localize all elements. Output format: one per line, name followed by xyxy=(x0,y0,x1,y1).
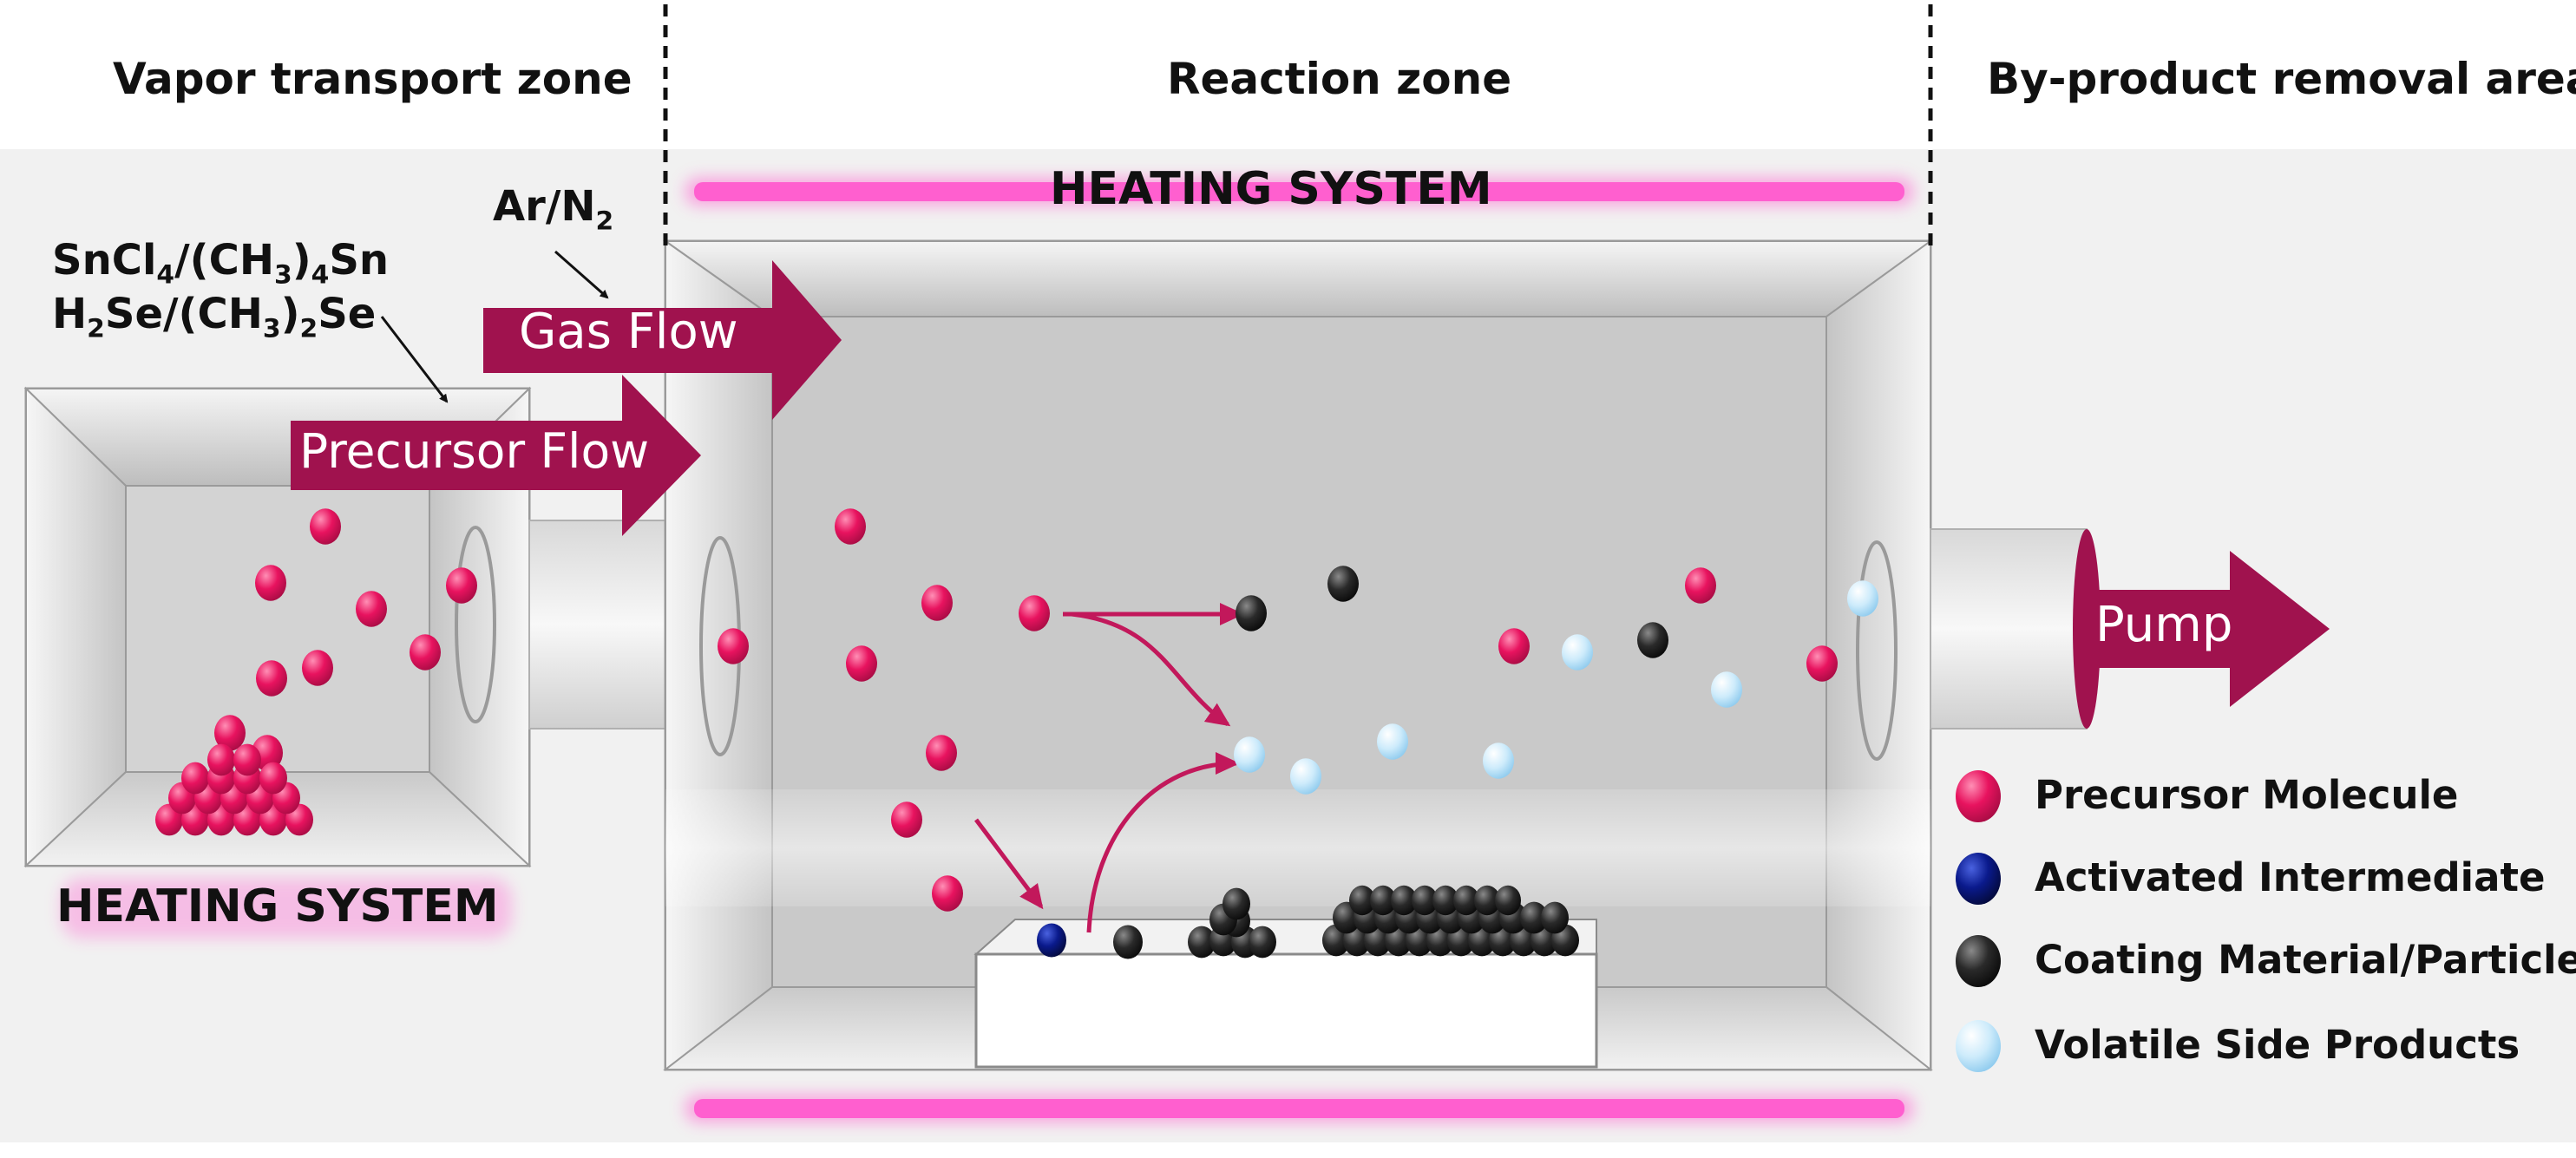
heating-label-left: HEATING SYSTEM xyxy=(56,880,499,932)
legend-label-precursor: Precursor Molecule xyxy=(2035,772,2459,818)
gas-flow-label: Gas Flow xyxy=(519,304,738,360)
pump-label: Pump xyxy=(2095,597,2233,653)
outlet-tube xyxy=(1930,528,2088,729)
precursor-molecule xyxy=(310,508,341,545)
legend-label-coating: Coating Material/Particles xyxy=(2035,937,2576,983)
precursor-molecule xyxy=(926,735,957,771)
legend-markers xyxy=(1956,770,2001,1072)
zone-label-byproduct: By-product removal area xyxy=(1987,54,2576,104)
activated-intermediate xyxy=(1037,923,1066,958)
coating-particle xyxy=(1249,926,1276,958)
coating-particle xyxy=(1520,901,1548,934)
precursor-flow-label: Precursor Flow xyxy=(299,423,650,479)
coating-particle xyxy=(1453,885,1479,916)
coating-particle xyxy=(1349,885,1375,916)
precursor-molecule xyxy=(921,585,953,621)
precursor-molecule xyxy=(214,715,246,751)
gas-pointer xyxy=(554,250,609,299)
legend-label-intermediate: Activated Intermediate xyxy=(2035,854,2546,900)
precursor-molecule xyxy=(932,875,963,912)
volatile-product xyxy=(1234,736,1265,773)
precursor-molecule xyxy=(233,743,261,776)
precursor-molecule xyxy=(1019,595,1050,631)
coating-particle xyxy=(1327,566,1359,602)
precursor-molecule xyxy=(446,567,477,604)
coating-particle xyxy=(1637,622,1668,658)
volatile-product xyxy=(1290,758,1321,795)
carrier-gas-label: Ar/N2 xyxy=(493,182,614,237)
precursor-molecule xyxy=(356,591,387,627)
bottom-heater xyxy=(685,1095,1913,1122)
heating-label-top: HEATING SYSTEM xyxy=(1050,163,1492,215)
coating-particle xyxy=(1370,885,1396,916)
chemical-formula-sn: SnCl4/(CH3)4Sn xyxy=(52,236,390,291)
gas-flow-arrow xyxy=(483,260,842,420)
coating-particle xyxy=(1432,885,1458,916)
activated-intermediate-icon xyxy=(1956,853,2001,905)
precursor-molecule xyxy=(835,508,866,545)
reaction-chamber xyxy=(662,239,1934,1072)
legend-label-volatile: Volatile Side Products xyxy=(2035,1022,2520,1068)
precursor-molecule xyxy=(181,762,209,795)
chemical-formula-se: H2Se/(CH3)2Se xyxy=(52,290,377,344)
volatile-product xyxy=(1711,671,1742,708)
precursor-molecule xyxy=(256,660,287,697)
precursor-molecule xyxy=(718,628,749,664)
zone-label-reaction: Reaction zone xyxy=(1167,54,1512,104)
coating-particle xyxy=(1236,595,1267,631)
precursor-molecule xyxy=(259,762,287,795)
precursor-molecule xyxy=(1806,645,1838,682)
reaction-arrows xyxy=(974,603,1244,933)
precursor-pointer xyxy=(380,316,449,403)
outlet-port xyxy=(1856,540,1898,761)
particles xyxy=(155,508,1878,959)
coating-particle-icon xyxy=(1956,935,2001,987)
volatile-product xyxy=(1562,634,1593,671)
coating-particle xyxy=(1222,887,1250,920)
coating-particle xyxy=(1474,885,1500,916)
precursor-flow-arrow xyxy=(291,375,701,536)
coating-particle xyxy=(1541,901,1569,934)
volatile-product xyxy=(1483,743,1514,779)
substrate xyxy=(974,952,1598,1069)
connecting-tube xyxy=(528,520,678,729)
zone-label-vapor: Vapor transport zone xyxy=(113,54,633,104)
precursor-molecule xyxy=(891,801,922,838)
precursor-molecule xyxy=(1685,567,1716,604)
volatile-product xyxy=(1847,580,1878,617)
precursor-molecule xyxy=(846,645,877,682)
precursor-molecule-icon xyxy=(1956,770,2001,822)
precursor-molecule xyxy=(302,650,333,686)
volatile-product-icon xyxy=(1956,1020,2001,1072)
coating-particle xyxy=(1391,885,1417,916)
coating-particle xyxy=(1412,885,1438,916)
top-heater xyxy=(685,178,1913,206)
precursor-molecule xyxy=(410,634,441,671)
light-band xyxy=(665,789,1930,906)
vapor-chamber-port xyxy=(455,526,496,723)
precursor-molecule xyxy=(207,743,235,776)
volatile-product xyxy=(1377,723,1408,760)
coating-particle xyxy=(1495,885,1521,916)
coating-particle xyxy=(1188,926,1216,958)
precursor-molecule xyxy=(255,565,286,601)
left-heater-glow xyxy=(61,878,512,939)
precursor-molecule xyxy=(1498,628,1530,664)
coating-particle xyxy=(1113,925,1143,959)
pump-arrow xyxy=(2082,551,2330,707)
